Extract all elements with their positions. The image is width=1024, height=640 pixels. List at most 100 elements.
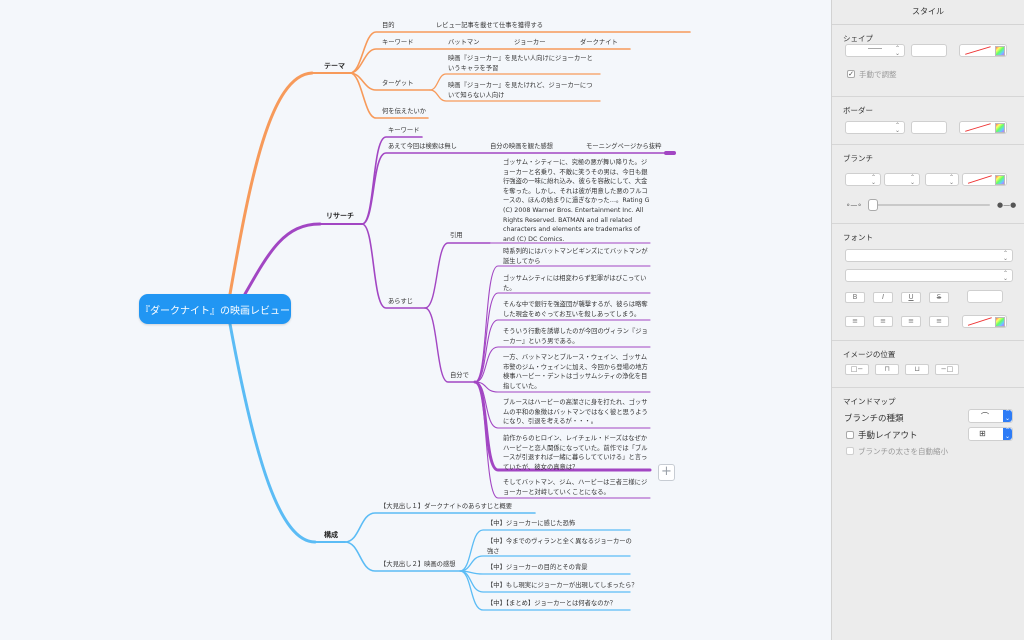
list-item[interactable]: ゴッサムシティには相変わらず犯罪がはびこっていた。 — [503, 275, 647, 292]
image-top-icon[interactable]: ⊓ — [875, 364, 899, 375]
topic-purpose-value[interactable]: レビュー記事を載せて仕事を獲得する — [436, 22, 544, 29]
topic-theme-keyword[interactable]: キーワード — [382, 39, 414, 46]
topic-quote-text[interactable]: ゴッサム・シティーに、究極の悪が舞い降りた。ジョーカーと名乗り、不敵に笑うその男… — [503, 159, 650, 243]
root-topic[interactable]: 『ダークナイト』の映画レビュー — [139, 294, 291, 324]
thin-branch-icon: ∘—∘ — [846, 201, 862, 209]
border-style-select[interactable]: ⌃⌄ — [845, 121, 905, 134]
list-item[interactable]: 時系列的にはバットマンビギンズにてバットマンが誕生してから — [503, 248, 648, 265]
auto-shrink-checkbox[interactable] — [846, 447, 854, 455]
color-picker-icon — [995, 316, 1005, 327]
image-left-icon[interactable]: □− — [845, 364, 869, 375]
layout-select[interactable]: ⊞ ⌃⌄ — [968, 427, 1013, 441]
bold-button[interactable]: B — [845, 292, 865, 303]
add-topic-button[interactable]: + — [658, 464, 675, 481]
image-right-icon[interactable]: −□ — [935, 364, 959, 375]
collapsed-indicator[interactable] — [664, 151, 676, 155]
shape-section: シェイプ ⌃⌄ ✓ 手動で調整 — [832, 25, 1024, 97]
topic-research-keyword[interactable]: キーワード — [388, 127, 420, 134]
font-size-input[interactable] — [967, 290, 1003, 303]
color-picker-icon — [995, 122, 1005, 133]
topic-own-words[interactable]: 自分で — [450, 372, 469, 379]
border-width-input[interactable] — [911, 121, 947, 134]
color-picker-icon — [995, 174, 1005, 185]
list-item[interactable]: ブルースはハービーの高潔さに身を打たれ、ゴッサムの平和の象徴はバットマンではなく… — [503, 399, 648, 426]
style-inspector: スタイル シェイプ ⌃⌄ ✓ 手動で調整 ボーダー ⌃⌄ ブランチ ⌃⌄ ⌃ — [831, 0, 1024, 640]
topic-no-search[interactable]: あえて今回は検索は無し — [388, 143, 457, 150]
slider-handle[interactable] — [868, 199, 878, 211]
align-right-icon[interactable]: ≡ — [901, 316, 921, 327]
shape-size-input[interactable] — [911, 44, 947, 57]
branch-curve-icon: ⌒ — [981, 412, 989, 421]
stepper-icon: ⌃⌄ — [948, 173, 955, 186]
align-center-icon[interactable]: ≡ — [873, 316, 893, 327]
topic-subheading[interactable]: 【中】ジョーカーに感じた恐怖 — [487, 520, 576, 527]
branch-style-select[interactable]: ⌃⌄ — [845, 173, 881, 186]
inspector-title: スタイル — [832, 0, 1024, 25]
topic-heading-2[interactable]: 【大見出し２】映画の感想 — [380, 561, 456, 568]
image-bottom-icon[interactable]: ⊔ — [905, 364, 929, 375]
topic-research[interactable]: リサーチ — [326, 212, 354, 220]
topic-heading-1[interactable]: 【大見出し１】ダークナイトのあらすじと概要 — [380, 503, 513, 510]
font-title: フォント — [843, 233, 873, 242]
font-weight-select[interactable]: ⌃⌄ — [845, 269, 1013, 282]
stepper-icon: ⌃⌄ — [870, 173, 877, 186]
list-item[interactable]: そういう行動を誘導したのが今回のヴィラン『ジョーカー』という男である。 — [503, 328, 648, 345]
topic-kw-joker[interactable]: ジョーカー — [514, 39, 546, 46]
branch-title: ブランチ — [843, 154, 873, 163]
shape-style-select[interactable]: ⌃⌄ — [845, 44, 905, 57]
branch-thickness-slider[interactable] — [868, 199, 990, 211]
topic-morning-page[interactable]: モーニングページから抜粋 — [586, 143, 662, 150]
align-justify-icon[interactable]: ≡ — [929, 316, 949, 327]
shape-color-well[interactable] — [959, 44, 1007, 57]
italic-button[interactable]: I — [873, 292, 893, 303]
manual-layout-checkbox[interactable] — [846, 431, 854, 439]
topic-target[interactable]: ターゲット — [382, 80, 414, 87]
branch-type-select[interactable]: ⌒ ⌃⌄ — [968, 409, 1013, 423]
topic-subheading[interactable]: 【中】ジョーカーの目的とその背景 — [487, 564, 588, 571]
border-title: ボーダー — [843, 106, 873, 115]
branch-type-label: ブランチの種類 — [844, 414, 904, 424]
topic-kw-batman[interactable]: バットマン — [448, 39, 480, 46]
shape-title: シェイプ — [843, 34, 873, 43]
underline-button[interactable]: U — [901, 292, 921, 303]
topic-quote[interactable]: 引用 — [450, 232, 463, 239]
manual-layout-label: 手動レイアウト — [858, 431, 918, 441]
list-item[interactable]: 一方、バットマンとブルース・ウェイン、ゴッサム市警のジム・ウェインに加え、今回か… — [503, 354, 648, 390]
strikethrough-button[interactable]: S — [929, 292, 949, 303]
list-item[interactable]: 前作からのヒロイン、レイチェル・ドーズはなぜかハービーと恋人関係になっていた。前… — [503, 435, 648, 471]
font-family-select[interactable]: ⌃⌄ — [845, 249, 1013, 262]
select-arrow-icon: ⌃⌄ — [1003, 409, 1012, 422]
branch-line-select[interactable]: ⌃⌄ — [884, 173, 920, 186]
topic-subheading[interactable]: 【中】【まとめ】ジョーカーとは何者なのか？ — [487, 600, 617, 607]
topic-target-1[interactable]: 映画『ジョーカー』を見たい人向けにジョーカーというキャラを予習 — [448, 55, 593, 72]
topic-subheading[interactable]: 【中】もし現実にジョーカーが出現してしまったら？ — [487, 582, 638, 589]
font-section: フォント ⌃⌄ ⌃⌄ B I U S ≡ ≡ ≡ ≡ — [832, 224, 1024, 341]
topic-synopsis[interactable]: あらすじ — [388, 298, 414, 305]
mindmap-title: マインドマップ — [843, 397, 896, 406]
select-arrow-icon: ⌃⌄ — [1003, 427, 1012, 440]
topic-kw-darkknight[interactable]: ダークナイト — [580, 39, 618, 46]
branch-lines — [228, 31, 691, 611]
mindmap-canvas[interactable]: 『ダークナイト』の映画レビュー テーマ 目的 レビュー記事を載せて仕事を獲得する… — [0, 0, 831, 640]
topic-subheading[interactable]: 【中】今までのヴィランと全く異なるジョーカーの強さ — [487, 538, 632, 555]
align-left-icon[interactable]: ≡ — [845, 316, 865, 327]
branch-width-select[interactable]: ⌃⌄ — [925, 173, 959, 186]
manual-adjust-label: 手動で調整 — [859, 70, 897, 79]
list-item[interactable]: そんな中で銀行を強盗団が襲撃するが、彼らは略奪した現金をめぐってお互いを殺しあっ… — [503, 301, 648, 318]
topic-purpose[interactable]: 目的 — [382, 22, 395, 29]
stepper-icon: ⌃⌄ — [1002, 269, 1009, 282]
auto-shrink-label: ブランチの太さを自動縮小 — [858, 447, 948, 456]
image-position-title: イメージの位置 — [843, 350, 896, 359]
list-item[interactable]: そしてバットマン、ジム、ハービーは三者三様にジョーカーと対峙していくことになる。 — [503, 479, 648, 496]
topic-structure[interactable]: 構成 — [324, 531, 338, 539]
topic-target-2[interactable]: 映画『ジョーカー』を見たけれど、ジョーカーについて知らない人向け — [448, 82, 593, 99]
font-color-well[interactable] — [962, 315, 1007, 328]
border-color-well[interactable] — [959, 121, 1007, 134]
topic-theme[interactable]: テーマ — [324, 62, 345, 70]
manual-adjust-checkbox[interactable]: ✓ — [847, 70, 855, 78]
topic-impression[interactable]: 自分の映画を観た感想 — [490, 143, 553, 150]
thick-branch-icon: ●—● — [997, 201, 1017, 209]
topic-message[interactable]: 何を伝えたいか — [382, 108, 427, 115]
branch-color-well[interactable] — [962, 173, 1007, 186]
stepper-icon: ⌃⌄ — [1002, 249, 1009, 262]
